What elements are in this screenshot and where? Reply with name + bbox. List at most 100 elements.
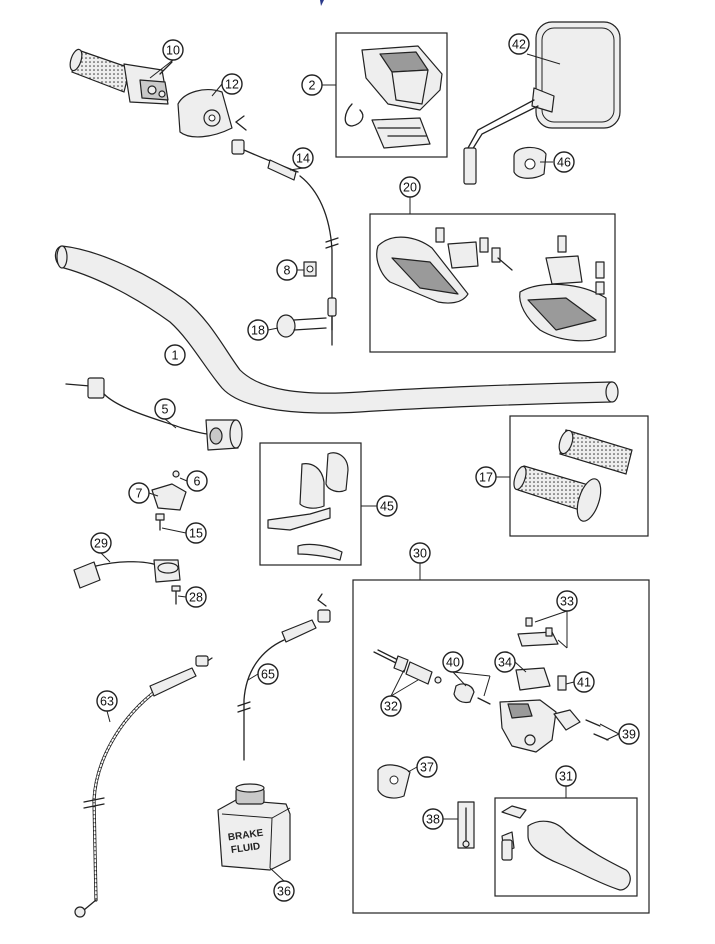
frame-20 xyxy=(369,213,616,353)
callout-circle xyxy=(422,808,444,830)
callout-number: 45 xyxy=(380,500,394,514)
callout-circle xyxy=(442,651,464,673)
callout-number: 63 xyxy=(100,695,114,709)
callout-circle xyxy=(247,319,269,341)
callout-17: 17 xyxy=(475,466,497,488)
callout-65: 65 xyxy=(257,663,279,685)
callout-circle xyxy=(186,470,208,492)
callout-number: 42 xyxy=(512,38,526,52)
callout-circle xyxy=(292,147,314,169)
callout-30: 30 xyxy=(409,542,431,564)
callout-circle xyxy=(409,542,431,564)
callout-number: 6 xyxy=(194,475,201,489)
brake-fluid-bottle-part-36 xyxy=(217,783,291,871)
callout-number: 14 xyxy=(296,152,310,166)
callout-circle xyxy=(273,880,295,902)
callout-number: 12 xyxy=(225,78,239,92)
callout-29: 29 xyxy=(90,532,112,554)
callout-32: 32 xyxy=(380,695,402,717)
callout-number: 40 xyxy=(446,656,460,670)
callout-2: 2 xyxy=(301,74,323,96)
frame-30 xyxy=(352,579,650,914)
callout-number: 1 xyxy=(172,349,179,363)
clip-part-8 xyxy=(303,261,317,277)
callout-number: 32 xyxy=(384,700,398,714)
leader-lines xyxy=(100,53,620,882)
callout-34: 34 xyxy=(494,651,516,673)
master-cylinder-part-30 xyxy=(373,617,631,891)
callout-circle xyxy=(556,590,578,612)
callout-number: 38 xyxy=(426,813,440,827)
callout-15: 15 xyxy=(185,522,207,544)
callout-33: 33 xyxy=(556,590,578,612)
callout-circle xyxy=(380,695,402,717)
switch-part-5 xyxy=(65,377,243,451)
callout-circle xyxy=(494,651,516,673)
callout-circle xyxy=(573,671,595,693)
callout-circle xyxy=(185,586,207,608)
callout-number: 36 xyxy=(277,885,291,899)
clamp-set-part-45 xyxy=(267,452,349,561)
callout-1: 1 xyxy=(164,344,186,366)
callout-number: 28 xyxy=(189,591,203,605)
callout-number: 7 xyxy=(136,487,143,501)
callout-28: 28 xyxy=(185,586,207,608)
mirror-clamp-part-46 xyxy=(513,146,547,179)
callout-number: 65 xyxy=(261,668,275,682)
callout-14: 14 xyxy=(292,147,314,169)
callout-42: 42 xyxy=(508,33,530,55)
callout-46: 46 xyxy=(553,151,575,173)
callout-40: 40 xyxy=(442,651,464,673)
callout-7: 7 xyxy=(128,482,150,504)
callout-circle xyxy=(555,765,577,787)
callout-38: 38 xyxy=(422,808,444,830)
frame-45 xyxy=(259,442,362,566)
callout-circle xyxy=(128,482,150,504)
grips-part-17 xyxy=(513,429,633,522)
frame-17 xyxy=(509,415,649,537)
callout-circle xyxy=(154,398,176,420)
callout-circle xyxy=(164,344,186,366)
callout-number: 41 xyxy=(577,676,591,690)
callout-circle xyxy=(185,522,207,544)
bottle-label-line1: BRAKE xyxy=(227,828,264,844)
callout-12: 12 xyxy=(221,73,243,95)
cable-tie-part-18 xyxy=(276,314,327,338)
frame-2 xyxy=(335,32,448,158)
callout-circle xyxy=(553,151,575,173)
callout-number: 17 xyxy=(479,471,493,485)
callout-circle xyxy=(508,33,530,55)
callout-number: 37 xyxy=(420,761,434,775)
callout-circle xyxy=(475,466,497,488)
callout-45: 45 xyxy=(376,495,398,517)
throttle-cover-part-12 xyxy=(177,89,233,138)
callout-circle xyxy=(618,723,640,745)
callout-36: 36 xyxy=(273,880,295,902)
handguard-kit-part-20 xyxy=(376,227,607,342)
bottle-label-line2: FLUID xyxy=(230,841,261,856)
callout-number: 20 xyxy=(403,181,417,195)
clutch-cable-part-65 xyxy=(237,593,331,761)
switch-cable-part-29 xyxy=(73,559,181,605)
callout-6: 6 xyxy=(186,470,208,492)
callout-circle xyxy=(399,176,421,198)
throttle-grip-part-10 xyxy=(69,48,173,105)
callout-circle xyxy=(90,532,112,554)
callout-number: 29 xyxy=(94,537,108,551)
callout-circle xyxy=(416,756,438,778)
clamp-part-7 xyxy=(151,470,187,531)
header-fragment xyxy=(320,0,324,6)
callout-18: 18 xyxy=(247,319,269,341)
callout-circle xyxy=(301,74,323,96)
mirror-part-42 xyxy=(463,21,621,185)
callout-circle xyxy=(376,495,398,517)
callout-number: 34 xyxy=(498,656,512,670)
callout-39: 39 xyxy=(618,723,640,745)
callout-37: 37 xyxy=(416,756,438,778)
handlebar-part-1 xyxy=(54,245,619,414)
callout-number: 15 xyxy=(189,527,203,541)
hydraulic-line-part-63 xyxy=(74,655,213,918)
callout-number: 30 xyxy=(413,547,427,561)
callout-circle xyxy=(96,690,118,712)
